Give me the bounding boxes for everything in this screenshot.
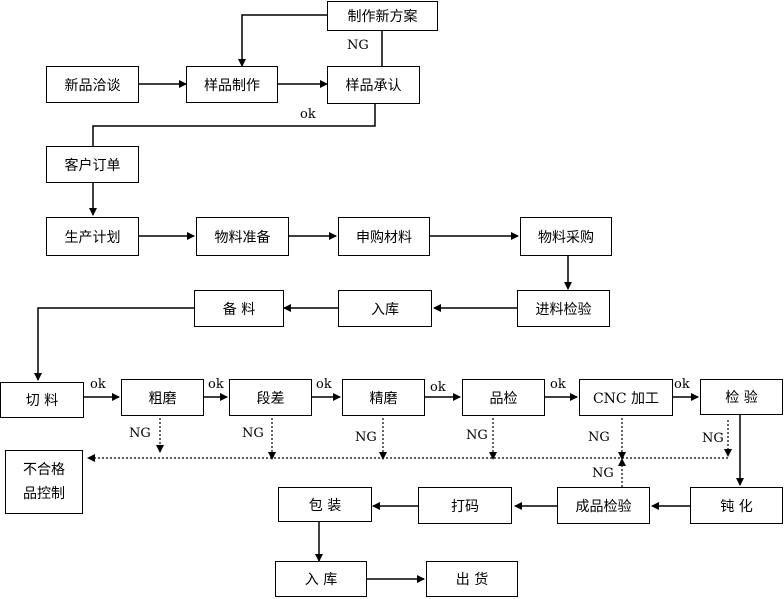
node-inspection: 检 验: [700, 379, 783, 415]
label-ok-step: ok: [316, 377, 332, 392]
edge-approve-ok-to-order: [92, 104, 376, 146]
label-ng-approve: NG: [347, 38, 369, 53]
label-ng-fine: NG: [355, 430, 377, 445]
label-ok-cut: ok: [90, 377, 106, 392]
node-warehousing-1: 入库: [338, 290, 432, 327]
node-quality-check: 品检: [462, 379, 545, 416]
node-incoming-inspection: 进料检验: [517, 290, 610, 327]
label-ng-final: NG: [592, 466, 614, 481]
label-ok-approve: ok: [300, 107, 316, 122]
node-sample-approve: 样品承认: [327, 66, 420, 104]
node-nonconforming: 不合格 品控制: [5, 450, 83, 514]
label-ng-qc: NG: [466, 428, 488, 443]
node-cutting: 切 料: [0, 382, 84, 418]
node-new-plan: 制作新方案: [327, 1, 438, 31]
node-negotiation: 新品洽谈: [46, 66, 139, 103]
node-shipping: 出 货: [426, 561, 518, 597]
label-ok-rough: ok: [208, 377, 224, 392]
label-ok-cnc: ok: [674, 377, 690, 392]
node-material-prep: 物料准备: [196, 217, 289, 256]
node-packing: 包 装: [278, 487, 372, 522]
node-production-plan: 生产计划: [46, 217, 139, 256]
label-ng-inspect: NG: [702, 431, 724, 446]
node-prepare-material: 备 料: [194, 290, 284, 327]
node-material-purchase: 物料采购: [520, 217, 612, 256]
label-ng-step: NG: [242, 426, 264, 441]
node-passivation: 钝 化: [690, 487, 783, 524]
label-ok-qc: ok: [550, 377, 566, 392]
node-warehousing-2: 入 库: [275, 561, 367, 597]
node-purchase-request: 申购材料: [338, 217, 430, 256]
node-marking: 打码: [418, 487, 512, 524]
label-ok-fine: ok: [430, 380, 446, 395]
node-step: 段差: [229, 379, 312, 416]
node-final-inspection: 成品检验: [557, 487, 650, 524]
edge-newplan-to-samplemake: [238, 14, 327, 67]
node-customer-order: 客户订单: [46, 146, 139, 183]
node-fine-grind: 精磨: [342, 379, 425, 416]
label-ng-rough: NG: [129, 426, 151, 441]
label-ng-cnc: NG: [588, 430, 610, 445]
node-sample-make: 样品制作: [186, 66, 278, 103]
node-cnc: CNC 加工: [579, 379, 673, 416]
node-rough-grind: 粗磨: [121, 379, 204, 416]
edge-prepare-to-cutting: [34, 307, 194, 381]
